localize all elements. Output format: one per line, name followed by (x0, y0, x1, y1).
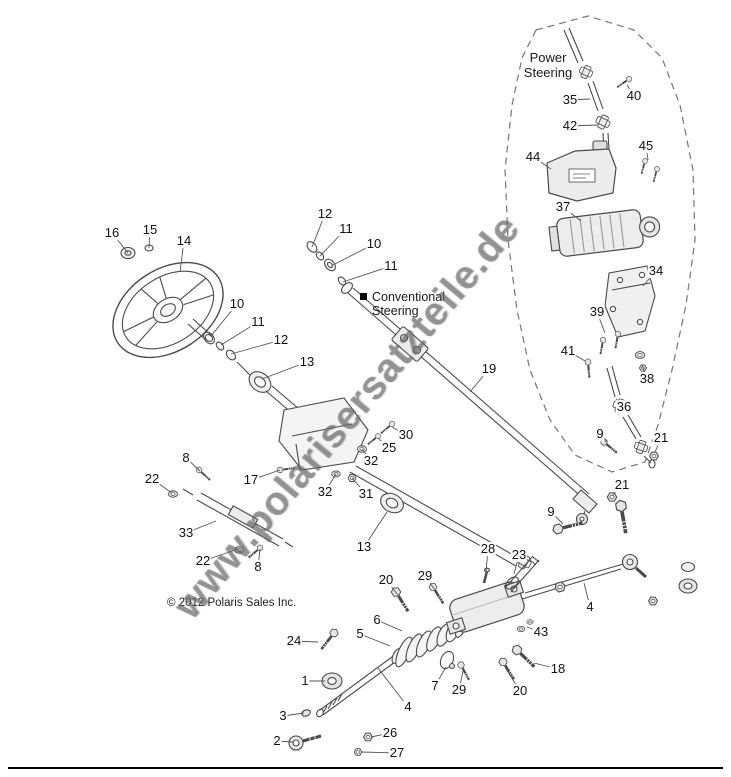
part-callout-9: 9 (595, 426, 605, 442)
lower-washer-stack (203, 331, 272, 393)
power-steering-lower-shaft (598, 365, 660, 469)
part-callout-29: 29 (416, 568, 434, 584)
part-callout-10: 10 (228, 296, 246, 312)
part-callout-28: 28 (479, 541, 497, 557)
part-callout-13: 13 (298, 354, 316, 370)
part-callout-20: 20 (377, 572, 395, 588)
part-callout-10: 10 (365, 236, 383, 252)
part-callout-21: 21 (652, 430, 670, 446)
part-callout-17: 17 (242, 472, 260, 488)
part-callout-31: 31 (357, 486, 375, 502)
part-callout-14: 14 (175, 233, 193, 249)
part-callout-9: 9 (546, 504, 556, 520)
part-callout-38: 38 (638, 371, 656, 387)
power-steering-bracket (583, 265, 656, 379)
leader-line-5 (359, 633, 391, 647)
part-callout-35: 35 (561, 92, 579, 108)
part-callout-3: 3 (278, 708, 288, 724)
part-callout-45: 45 (637, 138, 655, 154)
leader-line-4 (377, 667, 409, 708)
conventional-steering-text: Conventional Steering (372, 290, 445, 318)
part-callout-21: 21 (613, 477, 631, 493)
part-callout-7: 7 (430, 678, 440, 694)
part-callout-12: 12 (272, 332, 290, 348)
part-callout-42: 42 (561, 118, 579, 134)
part-callout-4: 4 (403, 699, 413, 715)
part-callout-6: 6 (372, 612, 382, 628)
part-callout-37: 37 (554, 199, 572, 215)
drag-link (341, 282, 618, 537)
rack-and-pinion (288, 553, 648, 756)
part-callout-26: 26 (381, 725, 399, 741)
power-steering-upper-shaft (563, 27, 634, 151)
part-callout-41: 41 (559, 343, 577, 359)
part-callout-11: 11 (383, 258, 399, 274)
part-callout-12: 12 (316, 206, 334, 222)
conventional-steering-label: Conventional Steering (360, 290, 445, 318)
part-callout-30: 30 (397, 427, 415, 443)
part-callout-27: 27 (388, 745, 406, 761)
power-steering-reservoir (546, 140, 661, 202)
copyright-text: © 2012 Polaris Sales Inc. (167, 597, 297, 609)
part-callout-13: 13 (355, 539, 373, 555)
part-callout-18: 18 (549, 661, 567, 677)
part-callout-23: 23 (510, 547, 528, 563)
part-callout-43: 43 (532, 624, 550, 640)
part-callout-20: 20 (511, 683, 529, 699)
part-callout-2: 2 (272, 733, 282, 749)
power-steering-boundary (504, 15, 696, 473)
part-callout-16: 16 (103, 225, 121, 241)
part-callout-36: 36 (615, 399, 633, 415)
leader-line-12 (230, 339, 282, 355)
right-edge-hardware (613, 497, 698, 606)
part-callout-8: 8 (181, 450, 191, 466)
leader-line-11 (342, 265, 392, 283)
part-callout-33: 33 (177, 525, 195, 541)
part-callout-34: 34 (647, 263, 665, 279)
part-callout-19: 19 (480, 361, 498, 377)
part-callout-25: 25 (380, 440, 398, 456)
part-callout-11: 11 (250, 314, 266, 330)
part-callout-29: 29 (450, 682, 468, 698)
part-callout-32: 32 (316, 484, 334, 500)
part-callout-1: 1 (300, 673, 310, 689)
part-callout-11: 11 (338, 221, 354, 237)
steering-column-mount (265, 385, 397, 483)
tie-rod (168, 464, 294, 561)
part-callout-24: 24 (285, 633, 303, 649)
power-steering-label: Power Steering (523, 50, 573, 80)
power-steering-motor (548, 209, 661, 257)
part-callout-22: 22 (143, 471, 161, 487)
part-callout-39: 39 (588, 304, 606, 320)
part-callout-22: 22 (194, 553, 212, 569)
part-callout-4: 4 (585, 599, 595, 615)
footer-rule (8, 767, 723, 769)
part-callout-44: 44 (524, 149, 542, 165)
part-callout-8: 8 (253, 559, 263, 575)
part-callout-5: 5 (355, 626, 365, 642)
conventional-steering-marker-icon (360, 293, 367, 300)
part-callout-32: 32 (362, 453, 380, 469)
part-callout-40: 40 (625, 88, 643, 104)
steering-wheel (112, 261, 224, 359)
part-callout-15: 15 (141, 222, 159, 238)
